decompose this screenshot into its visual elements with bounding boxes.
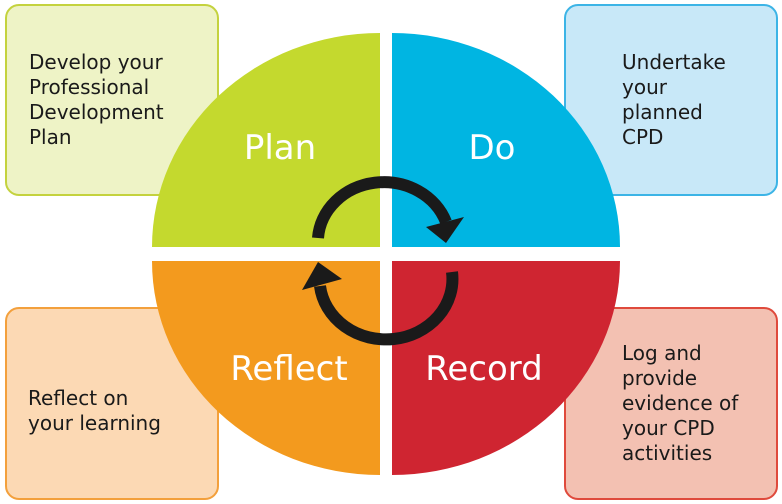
arrow-head-bottom (302, 262, 342, 290)
reflect-quadrant (152, 261, 380, 475)
cycle-arrows-icon (302, 176, 464, 346)
plan-description-box: Develop your Professional Development Pl… (5, 4, 219, 196)
do-label: Do (469, 128, 516, 168)
arrow-arc-bottom (314, 271, 459, 346)
record-quadrant (392, 261, 620, 475)
record-label: Record (425, 349, 542, 389)
do-quadrant (392, 33, 620, 247)
plan-quadrant (152, 33, 380, 247)
arrow-head-top (426, 217, 464, 243)
reflect-label: Reflect (230, 349, 347, 389)
plan-label: Plan (244, 128, 316, 168)
arrow-arc-top (312, 176, 452, 239)
